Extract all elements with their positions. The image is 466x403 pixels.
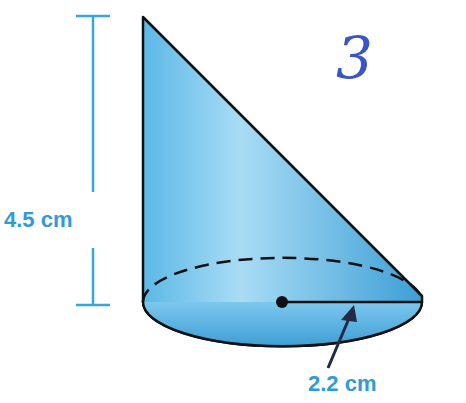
dimension-label: 2.2 cm: [308, 372, 377, 396]
radius-line: [282, 301, 421, 304]
radius-arrow: [328, 305, 357, 368]
cone-base-front: [143, 302, 422, 346]
handwritten-note: 3: [336, 28, 373, 88]
cone-body: [143, 17, 422, 346]
cone-base-back: [143, 258, 422, 302]
height-bracket: [76, 16, 110, 305]
dimension-label: 4.5 cm: [4, 208, 73, 232]
